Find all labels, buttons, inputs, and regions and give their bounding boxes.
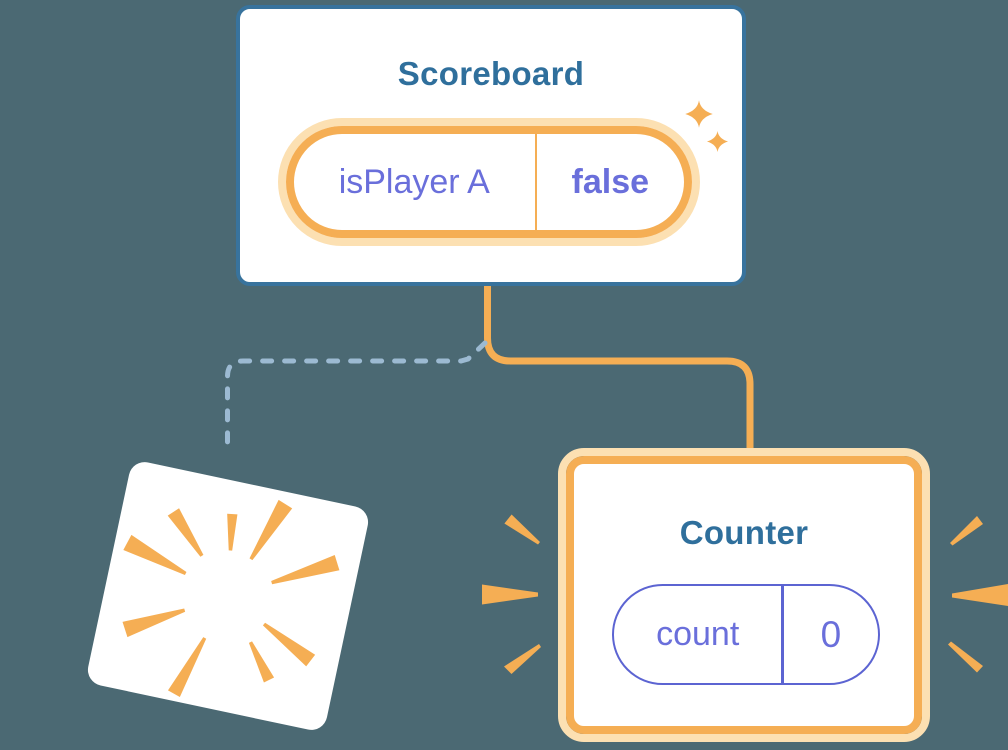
destroyed-component-card [84, 459, 372, 733]
scoreboard-title: Scoreboard [397, 55, 585, 92]
counter-title: Counter [679, 514, 809, 551]
starburst-icon [122, 499, 340, 697]
counter-card: Counter count 0 [558, 448, 930, 742]
pill-divider [534, 134, 537, 230]
removed-subtree-dashed-connector-line [225, 340, 488, 455]
sparkle-icon [706, 130, 729, 153]
counter-state-value: 0 [820, 613, 842, 655]
counter-card-inner: Counter count 0 [566, 456, 922, 734]
counter-state-pill: count 0 [612, 584, 880, 685]
sparkle-icon [685, 100, 713, 128]
emphasis-rays-left-icon [482, 514, 541, 674]
scoreboard-state-pill-inner: isPlayer A false [286, 126, 692, 238]
scoreboard-state-name: isPlayer A [338, 162, 490, 201]
parent-to-counter-connector-line [484, 285, 754, 452]
scoreboard-state-value: false [571, 162, 650, 201]
emphasis-rays-right-icon [948, 516, 1008, 673]
scoreboard-state-pill: isPlayer A false [278, 118, 700, 246]
pill-divider [781, 586, 784, 683]
scoreboard-card: Scoreboard isPlayer A false [236, 5, 746, 286]
counter-state-name: count [656, 615, 740, 653]
